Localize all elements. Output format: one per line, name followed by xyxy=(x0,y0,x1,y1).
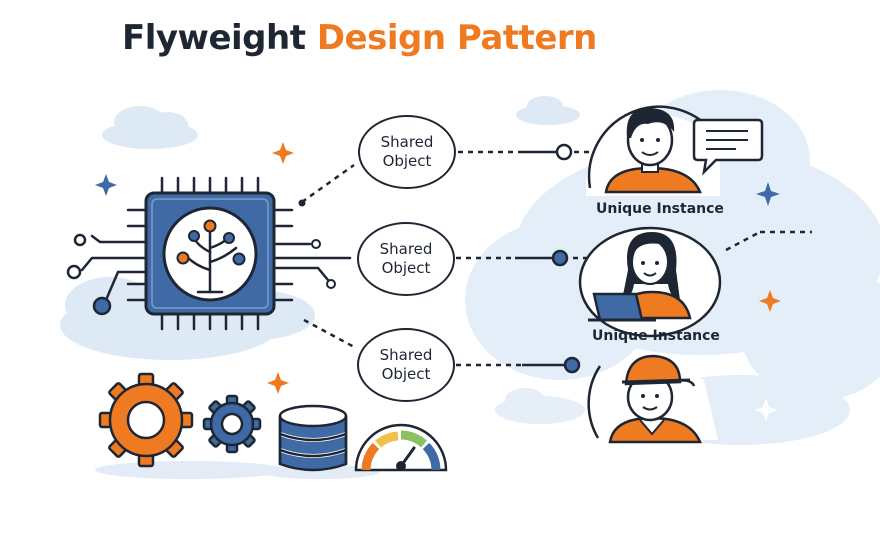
person-avatar-3 xyxy=(587,354,718,444)
sparkle-icon xyxy=(267,372,289,394)
cloud-icon xyxy=(102,106,198,149)
chat-bubble-icon xyxy=(692,118,764,176)
title-primary: Flyweight xyxy=(122,18,306,58)
sparkle-icon xyxy=(759,290,781,312)
sparkle-icon xyxy=(756,182,780,206)
sparkle-icon xyxy=(754,398,778,422)
gauge-icon xyxy=(354,423,448,472)
database-icon xyxy=(278,404,348,472)
shared-object-label-line2: Object xyxy=(381,365,431,383)
gear-icon xyxy=(98,372,194,468)
shared-object-label-line1: Shared xyxy=(379,346,433,364)
sparkle-icon xyxy=(95,174,117,196)
shared-object-label-line2: Object xyxy=(381,259,431,277)
cloud-icon xyxy=(516,96,580,125)
laptop-icon xyxy=(588,292,656,322)
shared-object-label-line1: Shared xyxy=(379,240,433,258)
cloud-icon xyxy=(495,388,585,424)
shared-object-label-line1: Shared xyxy=(380,133,434,151)
shared-object-label-line2: Object xyxy=(382,152,432,170)
unique-instance-label-2: Unique Instance xyxy=(592,328,720,344)
unique-instance-label-1: Unique Instance xyxy=(596,201,724,217)
page-title: Flyweight Design Pattern xyxy=(122,18,597,58)
title-accent: Design Pattern xyxy=(316,18,598,58)
sparkle-icon xyxy=(272,142,294,164)
person-avatar-1 xyxy=(585,105,720,196)
gear-icon xyxy=(202,394,262,454)
tree-icon xyxy=(184,230,238,294)
